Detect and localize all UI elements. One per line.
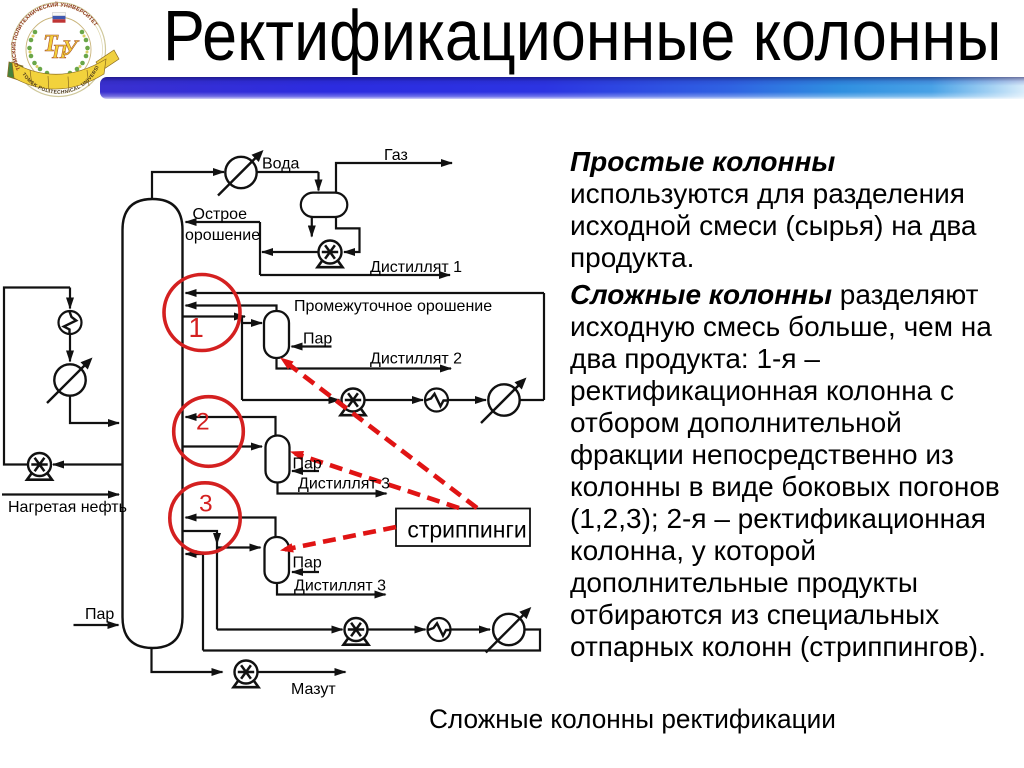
svg-text:Пар: Пар	[293, 555, 322, 572]
svg-text:Т: Т	[43, 31, 59, 57]
svg-text:Острое: Острое	[193, 206, 248, 223]
svg-text:Пар: Пар	[293, 456, 322, 473]
svg-text:Вода: Вода	[262, 156, 300, 173]
svg-text:Промежуточное орошение: Промежуточное орошение	[294, 298, 492, 315]
svg-text:1: 1	[189, 312, 204, 343]
svg-text:П: П	[51, 41, 69, 63]
svg-text:Газ: Газ	[384, 147, 408, 164]
svg-text:стриппинги: стриппинги	[407, 517, 526, 543]
svg-text:Дистиллят 3: Дистиллят 3	[294, 578, 386, 595]
svg-text:Дистиллят 1: Дистиллят 1	[370, 259, 462, 276]
svg-text:3: 3	[199, 491, 213, 518]
svg-text:Мазут: Мазут	[291, 681, 336, 698]
svg-text:Пар: Пар	[85, 606, 114, 623]
svg-text:Дистиллят 3: Дистиллят 3	[298, 476, 390, 493]
svg-text:2: 2	[196, 409, 210, 436]
svg-text:Дистиллят 2: Дистиллят 2	[370, 351, 462, 368]
svg-text:Пар: Пар	[303, 331, 332, 348]
svg-text:У: У	[62, 35, 80, 60]
svg-text:Нагретая нефть: Нагретая нефть	[8, 499, 127, 516]
svg-text:орошение: орошение	[185, 227, 260, 244]
